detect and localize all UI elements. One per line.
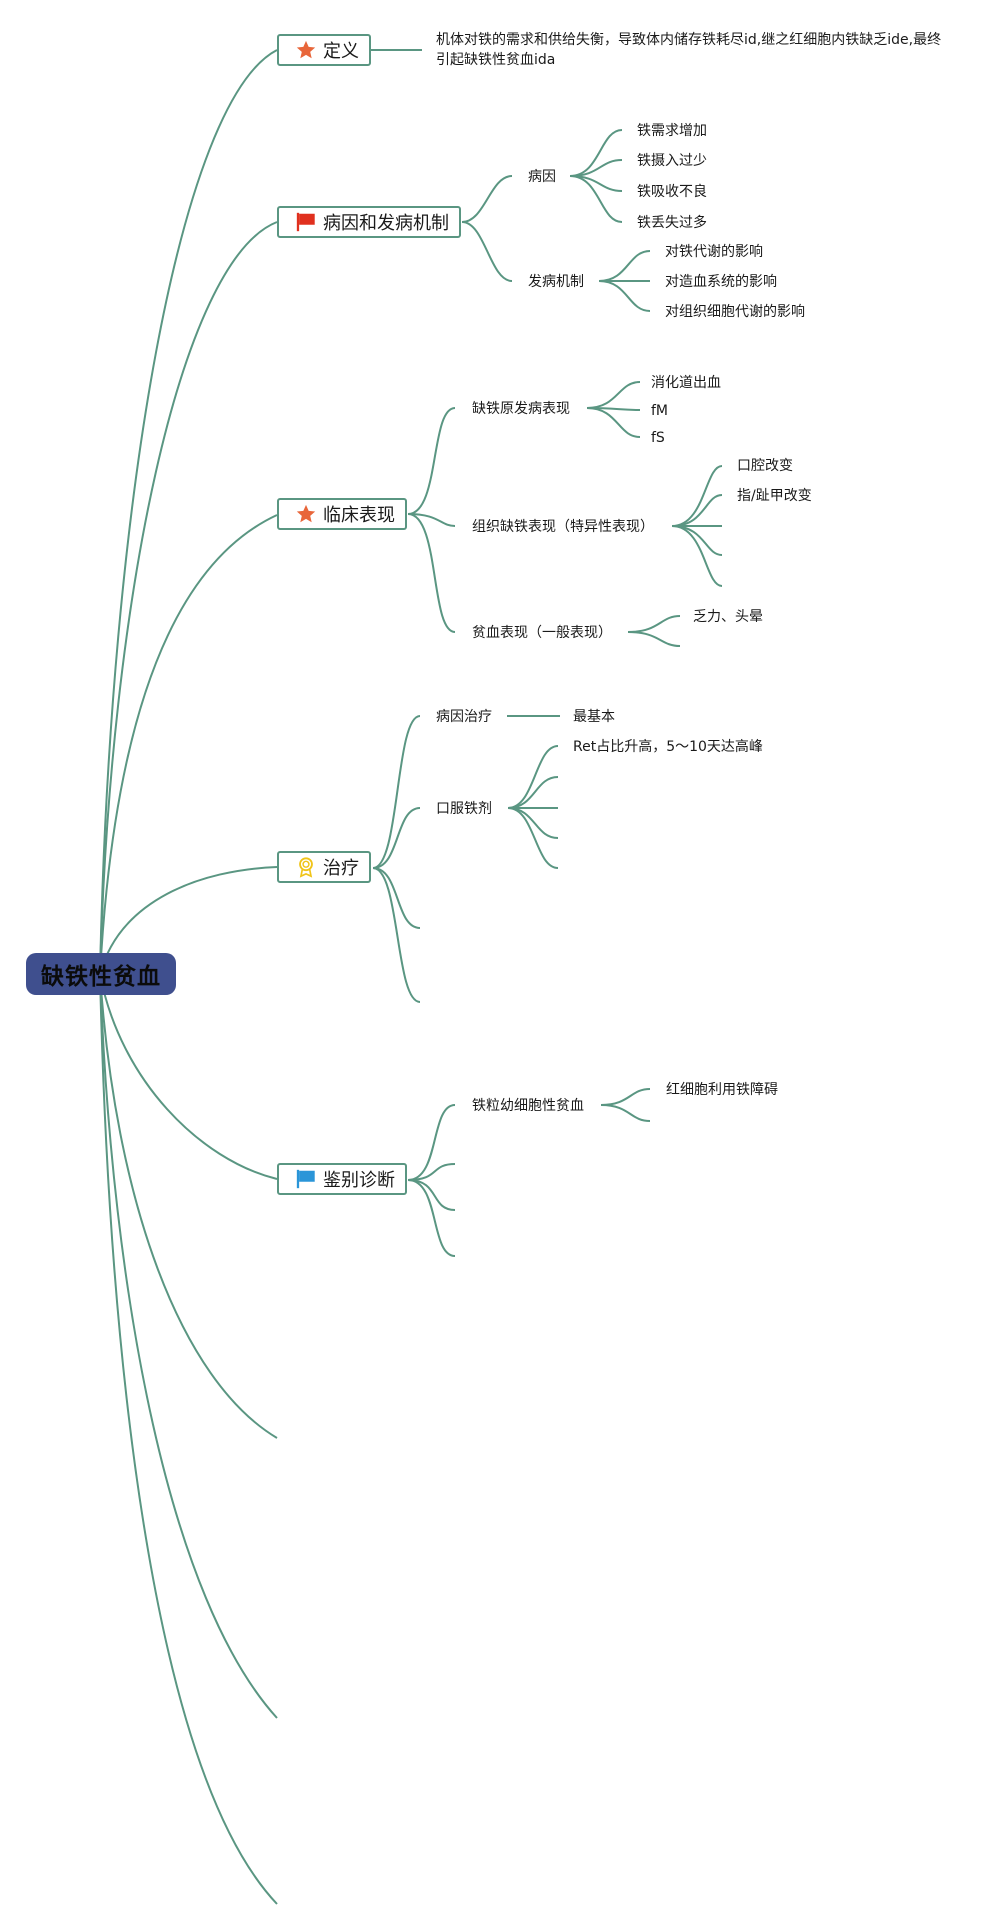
anemia-item[interactable]: 乏力、头晕 xyxy=(693,609,763,625)
cause-treatment-note[interactable]: 最基本 xyxy=(573,709,615,725)
subtopic-oral-iron[interactable]: 口服铁剂 xyxy=(436,801,492,817)
topic-definition-label: 定义 xyxy=(323,41,359,62)
mechanism-item[interactable]: 对造血系统的影响 xyxy=(665,274,777,290)
mechanism-item[interactable]: 对铁代谢的影响 xyxy=(665,244,763,260)
topic-treatment[interactable]: 治疗 xyxy=(277,851,371,883)
topic-clinical-label: 临床表现 xyxy=(323,505,395,526)
award-icon xyxy=(299,857,313,878)
cause-item[interactable]: 铁丢失过多 xyxy=(637,215,707,231)
sideroblastic-item[interactable]: 红细胞利用铁障碍 xyxy=(666,1082,778,1098)
oral-iron-item[interactable]: Ret占比升高，5～10天达高峰 xyxy=(573,739,763,755)
primary-item[interactable]: fS xyxy=(651,430,665,446)
topic-clinical[interactable]: 临床表现 xyxy=(277,498,407,530)
cause-item[interactable]: 铁摄入过少 xyxy=(637,153,707,169)
subtopic-mechanism[interactable]: 发病机制 xyxy=(528,274,584,290)
cause-item[interactable]: 铁吸收不良 xyxy=(637,184,707,200)
cause-item[interactable]: 铁需求增加 xyxy=(637,123,707,139)
subtopic-tissue-iron[interactable]: 组织缺铁表现（特异性表现） xyxy=(472,519,654,535)
topic-differential[interactable]: 鉴别诊断 xyxy=(277,1163,407,1195)
topic-definition[interactable]: 定义 xyxy=(277,34,371,66)
red-flag-icon xyxy=(296,212,315,232)
topic-pathogenesis[interactable]: 病因和发病机制 xyxy=(277,206,461,238)
primary-item[interactable]: 消化道出血 xyxy=(651,375,721,391)
subtopic-sideroblastic[interactable]: 铁粒幼细胞性贫血 xyxy=(472,1098,584,1114)
star-icon xyxy=(296,504,316,523)
central-topic[interactable]: 缺铁性贫血 xyxy=(26,953,176,995)
topic-pathogenesis-label: 病因和发病机制 xyxy=(323,213,449,234)
tissue-item[interactable]: 指/趾甲改变 xyxy=(737,488,812,504)
star-icon xyxy=(296,40,316,59)
blue-flag-icon xyxy=(296,1169,315,1189)
subtopic-anemia[interactable]: 贫血表现（一般表现） xyxy=(472,625,612,641)
subtopic-primary-disease[interactable]: 缺铁原发病表现 xyxy=(472,401,570,417)
primary-item[interactable]: fM xyxy=(651,403,669,419)
central-topic-label: 缺铁性贫血 xyxy=(41,964,161,990)
subtopic-cause[interactable]: 病因 xyxy=(528,169,556,185)
tissue-item[interactable]: 口腔改变 xyxy=(737,458,793,474)
topic-treatment-label: 治疗 xyxy=(323,858,359,879)
subtopic-cause-treatment[interactable]: 病因治疗 xyxy=(436,709,492,725)
definition-text: 机体对铁的需求和供给失衡，导致体内储存铁耗尽id,继之红细胞内铁缺乏ide,最终… xyxy=(436,32,942,68)
topic-differential-label: 鉴别诊断 xyxy=(323,1170,395,1191)
mechanism-item[interactable]: 对组织细胞代谢的影响 xyxy=(665,304,805,320)
